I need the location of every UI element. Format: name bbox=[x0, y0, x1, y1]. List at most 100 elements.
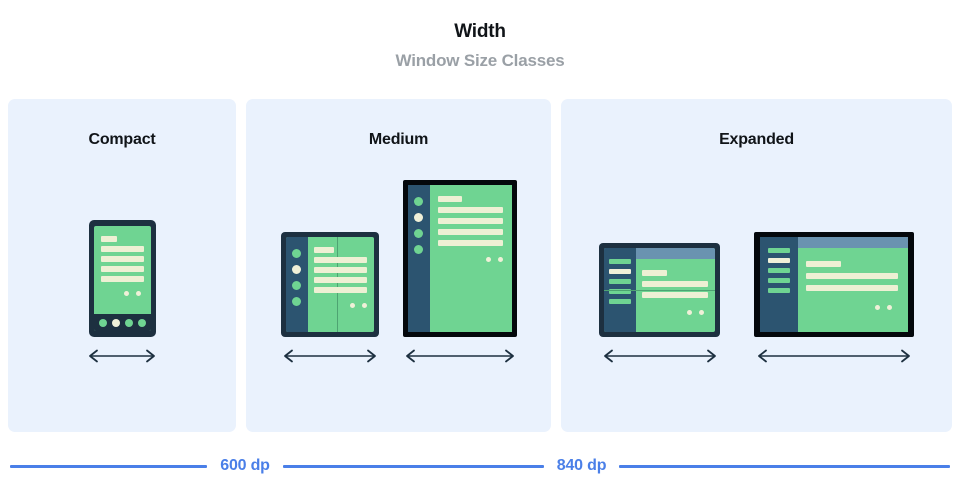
device-column-foldable-unfolded bbox=[599, 243, 720, 364]
content-dots bbox=[349, 303, 367, 308]
device-foldable-unfolded bbox=[599, 243, 720, 337]
rail-bar-icon bbox=[768, 248, 790, 253]
content-dots bbox=[123, 291, 141, 296]
dot-icon bbox=[699, 310, 704, 315]
content-dots bbox=[875, 305, 892, 310]
tablet-landscape-screen bbox=[760, 237, 908, 332]
content-bar bbox=[437, 207, 503, 213]
tablet-landscape-content bbox=[806, 261, 898, 310]
rail-bar-icon bbox=[609, 259, 631, 264]
rail-dot-icon bbox=[292, 249, 301, 258]
diagram-header: Width Window Size Classes bbox=[0, 20, 960, 73]
width-arrow-icon bbox=[405, 349, 514, 363]
page-subtitle: Window Size Classes bbox=[395, 51, 565, 70]
content-dots bbox=[485, 257, 503, 262]
breakpoint-label-840dp: 840 dp bbox=[556, 457, 607, 474]
width-arrow-icon bbox=[283, 349, 376, 363]
rail-bar-icon bbox=[768, 278, 790, 283]
device-group-compact bbox=[8, 220, 236, 364]
fold-crease-line bbox=[604, 290, 715, 291]
content-bar bbox=[100, 266, 144, 272]
foldable-unfolded-content bbox=[642, 270, 708, 315]
nav-dot-icon-active bbox=[111, 318, 120, 327]
panel-title-expanded: Expanded bbox=[719, 131, 794, 148]
rail-bar-icon bbox=[768, 288, 790, 293]
device-group-expanded bbox=[561, 232, 952, 364]
scale-segment bbox=[10, 464, 208, 468]
content-bar bbox=[437, 229, 503, 235]
dot-icon bbox=[485, 257, 491, 262]
panel-expanded: Expanded bbox=[561, 99, 952, 432]
phone-bottom-nav-bar bbox=[93, 314, 151, 331]
nav-dot-icon bbox=[124, 318, 133, 327]
panel-medium: Medium bbox=[246, 99, 551, 432]
content-bar bbox=[806, 261, 841, 267]
content-bar bbox=[806, 273, 898, 279]
rail-dot-icon bbox=[414, 245, 423, 254]
foldable-folded-content bbox=[313, 247, 367, 308]
dot-icon bbox=[687, 310, 692, 315]
dot-icon bbox=[497, 257, 503, 262]
device-column-foldable-folded bbox=[280, 232, 379, 364]
content-bar bbox=[100, 276, 144, 282]
panel-title-compact: Compact bbox=[88, 131, 156, 148]
rail-dot-icon bbox=[292, 297, 301, 306]
content-bar bbox=[642, 270, 668, 276]
width-arrow-icon bbox=[603, 349, 716, 363]
panel-title-medium: Medium bbox=[368, 131, 429, 148]
foldable-folded-screen bbox=[285, 237, 374, 332]
dot-icon bbox=[887, 305, 892, 310]
device-column-phone bbox=[86, 220, 158, 364]
dot-icon bbox=[135, 291, 141, 296]
content-bar bbox=[313, 277, 367, 283]
app-bar bbox=[760, 237, 908, 248]
foldable-unfolded-screen bbox=[604, 248, 715, 332]
tablet-portrait-content bbox=[437, 196, 503, 262]
rail-dot-icon-active bbox=[292, 265, 301, 274]
breakpoint-scale: 600 dp 840 dp bbox=[10, 455, 950, 477]
dot-icon bbox=[361, 303, 367, 308]
nav-dot-icon bbox=[98, 318, 107, 327]
app-bar bbox=[604, 248, 715, 259]
rail-bar-icon bbox=[609, 299, 631, 304]
rail-bar-icon bbox=[609, 279, 631, 284]
content-bar bbox=[100, 246, 144, 252]
dot-icon bbox=[875, 305, 880, 310]
content-bar bbox=[437, 218, 503, 224]
rail-bar-icon bbox=[609, 289, 631, 294]
rail-dot-icon-active bbox=[414, 213, 423, 222]
content-bar bbox=[313, 287, 367, 293]
content-bar bbox=[313, 257, 367, 263]
device-tablet-portrait bbox=[402, 180, 517, 337]
tablet-portrait-screen bbox=[407, 185, 512, 332]
width-arrow-icon bbox=[758, 349, 910, 363]
navigation-rail bbox=[407, 185, 430, 332]
scale-segment bbox=[619, 464, 950, 468]
content-bar bbox=[100, 256, 144, 262]
width-arrow-icon bbox=[89, 349, 155, 363]
device-tablet-landscape bbox=[754, 232, 914, 337]
rail-bar-icon-active bbox=[609, 269, 631, 274]
rail-bar-icon bbox=[768, 268, 790, 273]
nav-dot-icon bbox=[137, 318, 146, 327]
fold-crease-line bbox=[336, 237, 338, 332]
content-dots bbox=[687, 310, 704, 315]
content-bar bbox=[100, 236, 117, 242]
device-column-tablet-portrait bbox=[402, 180, 517, 364]
panel-compact: Compact bbox=[8, 99, 236, 432]
device-group-medium bbox=[246, 180, 551, 364]
content-bar bbox=[313, 247, 334, 253]
content-bar bbox=[642, 281, 708, 287]
dot-icon bbox=[349, 303, 355, 308]
content-bar bbox=[642, 292, 708, 298]
phone-content bbox=[100, 236, 144, 296]
scale-segment bbox=[282, 464, 544, 468]
phone-screen bbox=[93, 226, 151, 331]
device-phone bbox=[88, 220, 156, 337]
rail-dot-icon bbox=[414, 197, 423, 206]
rail-dot-icon bbox=[292, 281, 301, 290]
content-bar bbox=[313, 267, 367, 273]
navigation-rail bbox=[285, 237, 308, 332]
breakpoint-label-600dp: 600 dp bbox=[220, 457, 270, 474]
